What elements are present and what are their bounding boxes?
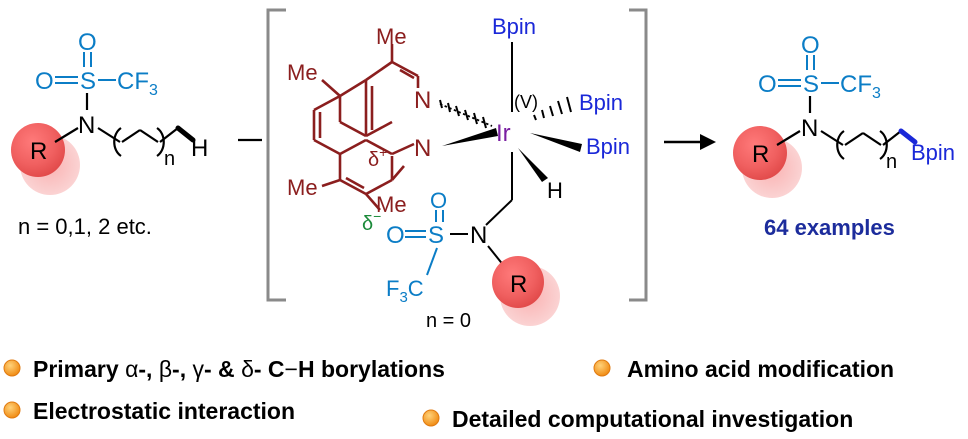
ts-caption: n = 0 [426,310,471,332]
arrow-head [700,134,716,150]
iridium-atom: Ir [496,120,511,147]
ts-f3c: F3C [386,276,424,306]
bullet-list: Primary α-, β-, γ- & δ- C−H borylations … [3,356,894,432]
product-cf3: CF3 [840,71,881,102]
ts-o-left: O [386,222,405,249]
examples-count: 64 examples [764,215,895,240]
paren-close [156,127,165,157]
ts-o-top: O [430,188,447,213]
bond-r-n [54,127,79,143]
bullet-icon [422,409,440,427]
paren-open [113,127,122,157]
o-top: O [78,29,97,56]
bracket-right [629,8,648,302]
bullet-icon [3,401,21,419]
phenanthroline-ligand [312,44,420,211]
bullet-1: Primary α-, β-, γ- & δ- C−H borylations [33,356,445,382]
bullet-icon [593,359,611,377]
methyl-2: Me [287,60,318,85]
methyl-1: Me [376,24,407,49]
h-atom: H [191,135,208,162]
bullet-4: Detailed computational investigation [452,406,853,432]
n-subscript: n [164,148,175,170]
oxidation-state: (V) [514,92,538,112]
r-group-ball [11,123,65,177]
left-caption: n = 0,1, 2 etc. [18,214,152,239]
methyl-3: Me [287,175,318,200]
ir-bonds [439,42,582,226]
cf3: CF3 [117,68,158,99]
product-o-left: O [758,71,777,98]
r-label: R [30,138,47,165]
bracket-left [266,8,286,302]
product-bpin: Bpin [911,140,955,165]
ligand-n-2: N [414,135,431,162]
product-s: S [803,71,819,98]
product-o-top: O [801,32,820,59]
s-atom: S [80,68,96,95]
product-r: R [752,141,769,168]
bullet-2: Amino acid modification [627,356,894,382]
methyl-4: Me [376,192,407,217]
bullet-icon [3,359,21,377]
bpin-right: Bpin [579,90,623,115]
substrate-left: R N S O O CF3 n H n = 0,1, 2 etc. [11,29,208,239]
o-left: O [35,68,54,95]
ch-bond [175,125,196,143]
bullet-3: Electrostatic interaction [33,398,295,424]
ligand-n-1: N [414,87,431,114]
product-n: N [801,115,818,142]
delta-plus: δ+ [368,144,387,171]
n-atom: N [78,112,95,139]
ir-hydride: H [547,178,563,203]
delta-minus: δ− [362,208,381,235]
bpin-top: Bpin [492,14,536,39]
ts-r-ball [492,256,544,308]
ts-substrate: N S O O δ− F3C R [362,188,560,326]
product-r-ball [733,126,787,180]
product-right: R N S O O CF3 n Bpin 64 examples [733,32,955,240]
ts-s-atom: S [428,222,444,249]
ts-n-atom: N [470,222,487,249]
product-n-sub: n [886,151,897,173]
ts-r-label: R [510,271,527,298]
cb-bond [898,128,918,145]
bpin-lower: Bpin [586,134,630,159]
